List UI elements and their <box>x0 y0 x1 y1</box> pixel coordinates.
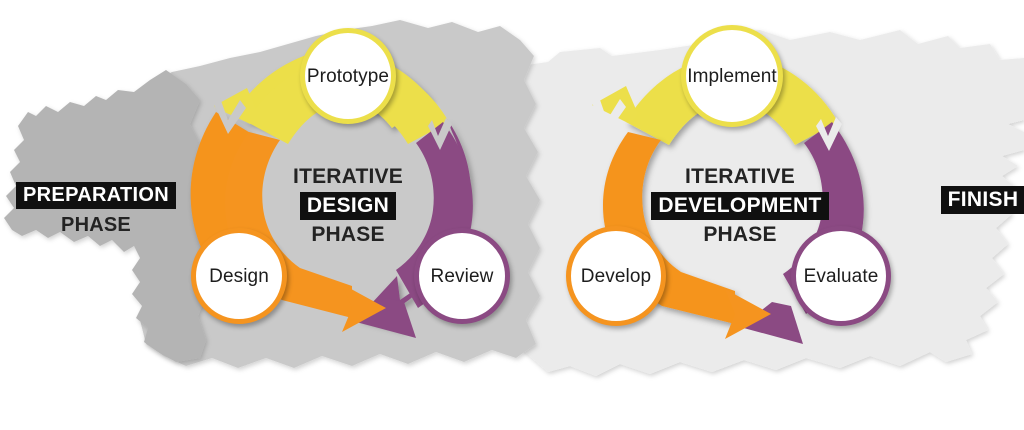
node-design-label: Design <box>209 265 269 287</box>
node-develop[interactable]: Develop <box>566 226 666 326</box>
node-review[interactable]: Review <box>414 228 510 324</box>
arrowhead-purple-development <box>740 302 803 344</box>
band-dark-gray <box>4 70 208 362</box>
arrowhead-purple-design <box>356 298 416 338</box>
node-implement[interactable]: Implement <box>681 25 783 127</box>
arrowhead-orange-development <box>725 289 771 339</box>
node-evaluate-label: Evaluate <box>803 265 879 287</box>
background-bands <box>4 20 1024 376</box>
node-design[interactable]: Design <box>191 228 287 324</box>
node-review-label: Review <box>430 265 494 287</box>
node-evaluate[interactable]: Evaluate <box>791 226 891 326</box>
arrow-orange-tail-notch <box>214 98 246 134</box>
node-develop-label: Develop <box>580 265 652 287</box>
arrow-purple-tail-notch-dev <box>816 117 842 151</box>
arrowhead-orange-design <box>342 284 386 332</box>
arrowhead-yellow-development <box>592 86 638 124</box>
node-prototype[interactable]: Prototype <box>300 28 396 124</box>
node-prototype-label: Prototype <box>306 65 390 87</box>
arrowhead-yellow-design <box>214 88 258 124</box>
node-implement-label: Implement <box>687 65 777 87</box>
arrow-purple-tail-notch <box>428 118 452 150</box>
arrow-orange-tail-notch-dev <box>592 97 626 134</box>
